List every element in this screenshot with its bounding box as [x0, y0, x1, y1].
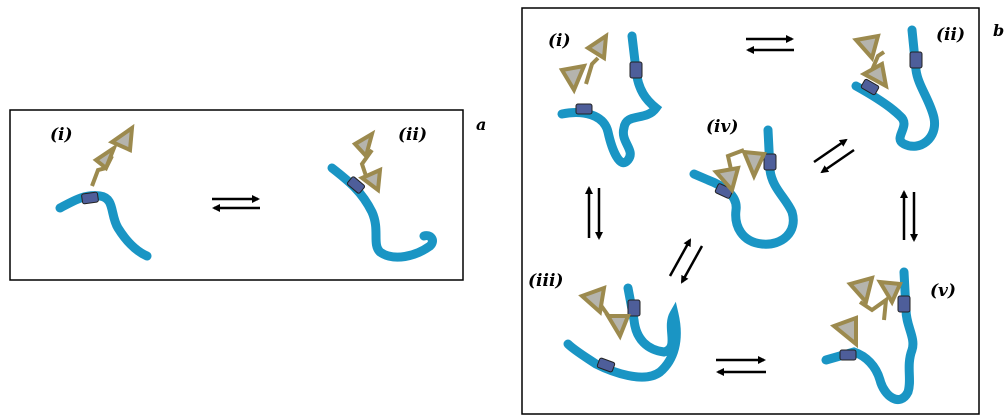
binding-site-icon: [627, 299, 641, 317]
ligand-triangle-icon: [558, 63, 588, 95]
ligand-linker: [870, 50, 886, 71]
panel-a-frame: [9, 109, 464, 281]
strand: [563, 283, 681, 382]
state-label: (iv): [706, 117, 738, 137]
ligand-triangle-icon: [876, 279, 903, 307]
ligand-triangle-icon: [92, 142, 119, 172]
panel-b-state-iii: (iii): [528, 271, 681, 382]
binding-site-icon: [81, 191, 99, 205]
ligand-linker: [584, 56, 600, 85]
binding-site-icon: [714, 183, 734, 199]
equilibrium-arrows: [716, 356, 766, 376]
equilibrium-arrows: [900, 190, 918, 242]
state-label: (i): [50, 125, 73, 145]
ligand-triangle-icon: [846, 275, 875, 307]
panel-a-letter: a: [476, 115, 486, 134]
panel-b-state-v: (v): [821, 267, 956, 404]
binding-site-icon: [897, 295, 911, 313]
binding-site-icon: [909, 51, 923, 69]
strand: [689, 125, 798, 249]
strand: [851, 25, 940, 151]
strand: [327, 163, 437, 262]
panel-b-frame: [521, 7, 980, 415]
state-label: (iii): [528, 271, 563, 291]
state-label: (ii): [398, 125, 427, 145]
ligand-linker: [858, 295, 889, 321]
panel-b: b (i) (ii) (iv): [521, 7, 1004, 415]
ligand-triangle-icon: [859, 60, 889, 90]
binding-site-icon: [860, 78, 880, 96]
ligand-triangle-icon: [852, 33, 881, 63]
state-label: (i): [548, 31, 571, 51]
ligand-triangle-icon: [107, 123, 135, 153]
panel-b-state-i: (i): [548, 31, 663, 167]
equilibrium-arrows: [746, 35, 794, 54]
ligand-triangle-icon: [712, 165, 741, 195]
equilibrium-arrows: [585, 186, 603, 240]
strand: [557, 31, 663, 167]
panel-b-letter: b: [993, 21, 1004, 40]
panel-a: a (i) (ii): [9, 109, 486, 281]
equilibrium-arrows: [813, 138, 855, 174]
ligand-triangle-icon: [604, 314, 631, 341]
panel-a-state-i: (i): [50, 123, 152, 261]
binding-site-icon: [629, 61, 643, 79]
binding-site-icon: [575, 103, 593, 115]
equilibrium-arrows: [668, 238, 704, 284]
strand: [55, 191, 152, 261]
panel-b-state-ii: (ii): [851, 25, 965, 151]
binding-site-icon: [346, 176, 366, 194]
panel-b-state-iv: (iv): [689, 117, 798, 249]
ligand-triangle-icon: [358, 166, 383, 194]
state-label: (ii): [936, 25, 965, 45]
ligand-triangle-icon: [578, 284, 607, 316]
ligand-triangle-icon: [351, 129, 376, 161]
state-label: (v): [930, 281, 956, 301]
equilibrium-arrows: [212, 195, 260, 212]
ligand-triangle-icon: [830, 315, 858, 349]
panel-a-state-ii: (ii): [327, 125, 437, 262]
ligand-triangle-icon: [740, 149, 767, 182]
strand: [821, 267, 918, 404]
binding-site-icon: [839, 349, 857, 361]
binding-site-icon: [763, 153, 777, 171]
ligand-triangle-icon: [584, 32, 609, 62]
binding-site-icon: [596, 357, 616, 373]
